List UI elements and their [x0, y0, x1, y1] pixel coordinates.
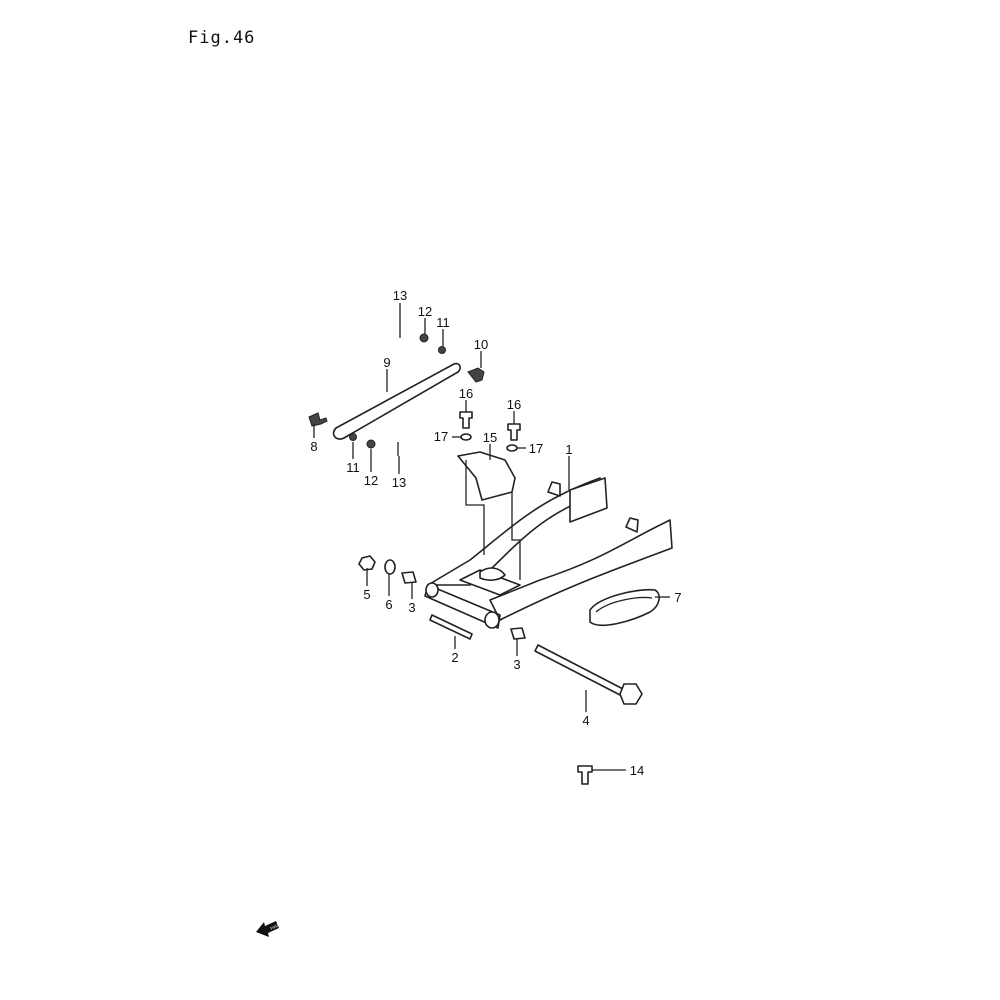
washer-part-17a	[460, 433, 472, 441]
axle-part-4	[534, 644, 643, 705]
callout-4: 4	[582, 713, 589, 728]
callout-12: 12	[364, 473, 378, 488]
callout-2: 2	[451, 650, 458, 665]
callout-11: 11	[346, 460, 360, 475]
chain-slider-part-7	[589, 588, 660, 626]
bushing-part-3a	[401, 571, 417, 584]
callout-7: 7	[674, 590, 681, 605]
callout-15: 15	[483, 430, 497, 445]
collar-part-2	[429, 614, 473, 640]
leader-lines	[313, 303, 670, 771]
forward-arrow-icon: FWD	[256, 921, 279, 937]
clip-part-14	[577, 765, 593, 785]
callout-5: 5	[363, 587, 370, 602]
callout-8: 8	[310, 439, 317, 454]
callout-13: 13	[392, 475, 406, 490]
callout-11: 11	[436, 315, 450, 330]
nut-part-5	[358, 555, 376, 571]
callout-12: 12	[418, 304, 432, 319]
bolt-part-8	[308, 412, 328, 427]
nut-part-11b	[349, 433, 357, 441]
callout-17: 17	[434, 429, 448, 444]
callout-9: 9	[383, 355, 390, 370]
link-rod-part-9	[332, 362, 461, 440]
bolt-part-10	[467, 367, 485, 383]
nut-part-11a	[438, 346, 446, 354]
callout-16: 16	[459, 386, 473, 401]
nut-part-12a	[419, 333, 429, 343]
fwd-label: FWD	[270, 924, 279, 931]
callout-10: 10	[474, 337, 488, 352]
washer-part-17b	[506, 444, 518, 452]
bushing-part-3b	[510, 627, 526, 640]
callout-13: 13	[393, 288, 407, 303]
callout-3: 3	[408, 600, 415, 615]
callout-6: 6	[385, 597, 392, 612]
callout-14: 14	[630, 763, 644, 778]
bolts-part-16	[459, 411, 521, 441]
nut-part-12b	[366, 439, 376, 449]
swingarm-part-1	[424, 477, 673, 629]
figure-title: Fig.46	[188, 28, 256, 48]
callout-16: 16	[507, 397, 521, 412]
callout-1: 1	[565, 442, 572, 457]
washer-part-6	[384, 559, 396, 575]
chain-guard-part-15	[457, 451, 521, 580]
callout-17: 17	[529, 441, 543, 456]
callout-3: 3	[513, 657, 520, 672]
